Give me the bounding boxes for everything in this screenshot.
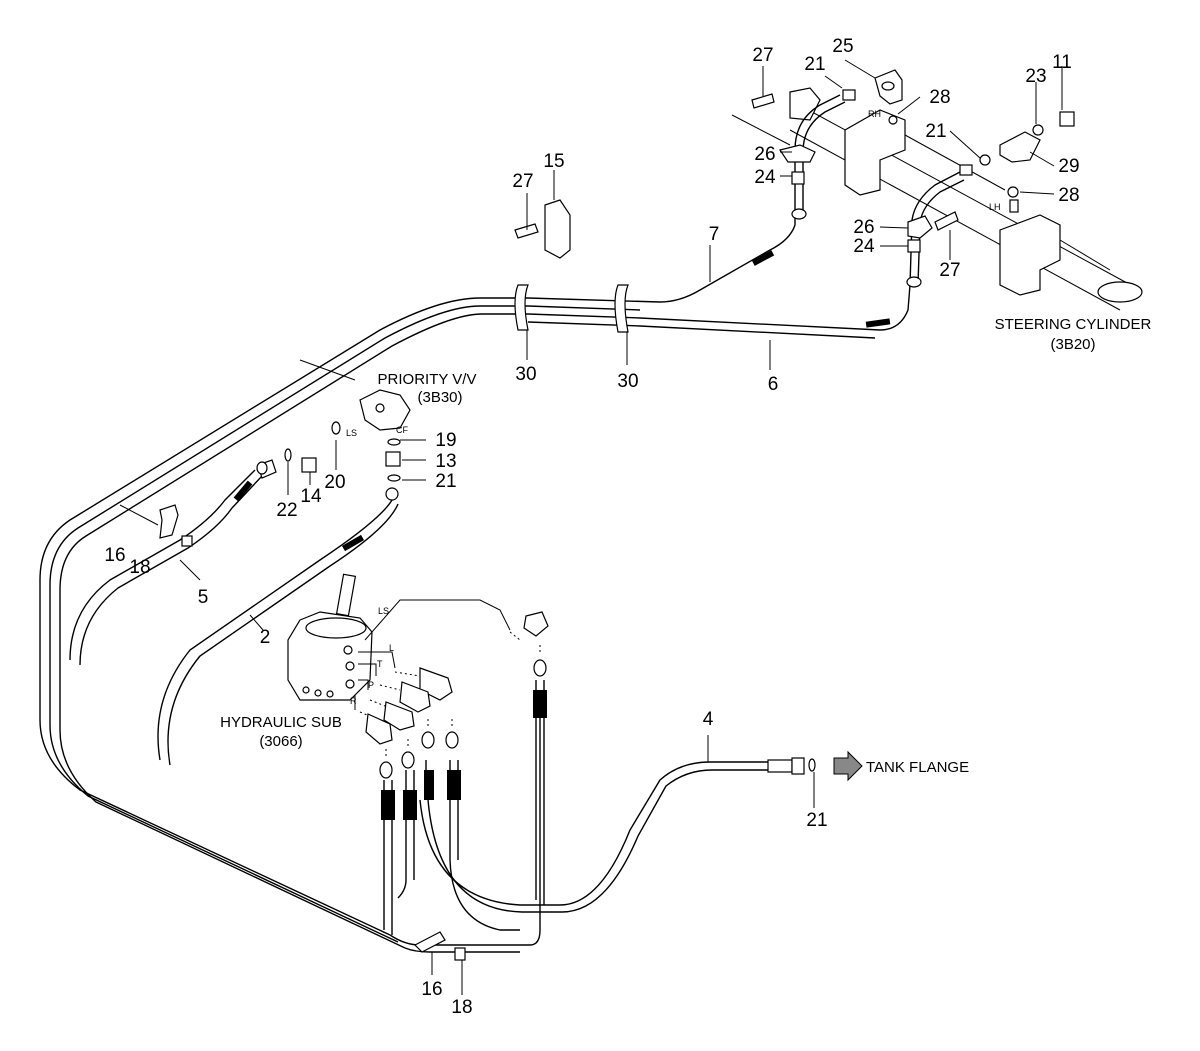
callout-30: 30 — [515, 364, 536, 385]
steering-cylinder-ref: (3B20) — [1050, 336, 1095, 353]
port-r: R — [350, 696, 357, 706]
priority-valve — [256, 389, 411, 501]
leader-lines — [179, 59, 1063, 995]
callout-23: 23 — [1025, 66, 1046, 87]
callout-22: 22 — [276, 500, 297, 521]
port-l: L — [389, 643, 394, 653]
callout-11: 11 — [1052, 52, 1072, 73]
port-cf: CF — [396, 425, 408, 435]
clamps-26-24 — [751, 93, 959, 253]
bracket-and-clamps — [514, 199, 629, 333]
tank-flange-label: TANK FLANGE — [866, 759, 969, 776]
clamp-16-18-lower — [413, 758, 816, 961]
callout-18: 18 — [451, 997, 472, 1018]
callout-5: 5 — [198, 587, 209, 608]
priority-valve-ref: (3B30) — [417, 389, 462, 406]
callout-26: 26 — [853, 217, 874, 238]
callout-4: 4 — [703, 709, 714, 730]
hydraulic-sub-label: HYDRAULIC SUB — [220, 714, 342, 731]
callout-15: 15 — [543, 151, 564, 172]
callout-21: 21 — [435, 471, 456, 492]
priority-valve-label: PRIORITY V/V — [378, 371, 477, 388]
port-t: T — [377, 659, 383, 669]
callout-20: 20 — [324, 472, 345, 493]
labels: PRIORITY V/V (3B30) HYDRAULIC SUB (3066)… — [220, 109, 1151, 776]
tank-flange-arrow-icon — [833, 750, 863, 782]
steering-cylinder — [789, 87, 1143, 311]
callout-27: 27 — [752, 45, 773, 66]
callout-27: 27 — [512, 171, 533, 192]
callout-24: 24 — [853, 236, 875, 257]
hydraulic-sub — [287, 573, 549, 779]
callout-18: 18 — [129, 557, 150, 578]
callout-28: 28 — [1058, 185, 1079, 206]
port-ls-valve: LS — [346, 428, 357, 438]
callout-29: 29 — [1058, 156, 1079, 177]
callout-24: 24 — [754, 167, 776, 188]
clamp-16-18-upper — [119, 504, 193, 547]
callout-30: 30 — [617, 371, 638, 392]
callout-21: 21 — [804, 54, 825, 75]
callout-27: 27 — [939, 260, 960, 281]
callout-21: 21 — [806, 810, 827, 831]
callout-6: 6 — [768, 374, 779, 395]
port-ls-sub: LS — [378, 606, 389, 616]
callout-14: 14 — [300, 486, 322, 507]
steering-cylinder-label: STEERING CYLINDER — [995, 316, 1152, 333]
callout-26: 26 — [754, 144, 775, 165]
callout-7: 7 — [709, 224, 720, 245]
hydraulic-sub-ref: (3066) — [259, 733, 302, 750]
callout-13: 13 — [435, 451, 456, 472]
port-p: P — [368, 680, 374, 690]
callout-28: 28 — [929, 87, 950, 108]
callout-25: 25 — [832, 36, 853, 57]
hose-bundle — [39, 215, 911, 953]
port-rh: RH — [868, 109, 881, 119]
callout-21: 21 — [925, 121, 946, 142]
callout-2: 2 — [260, 627, 271, 648]
port-lh: LH — [989, 202, 1001, 212]
callouts: 15 27 7 30 30 6 27 25 21 28 21 26 24 23 … — [104, 36, 1079, 1018]
callout-16: 16 — [421, 979, 442, 1000]
callout-19: 19 — [435, 430, 456, 451]
callout-16: 16 — [104, 545, 125, 566]
